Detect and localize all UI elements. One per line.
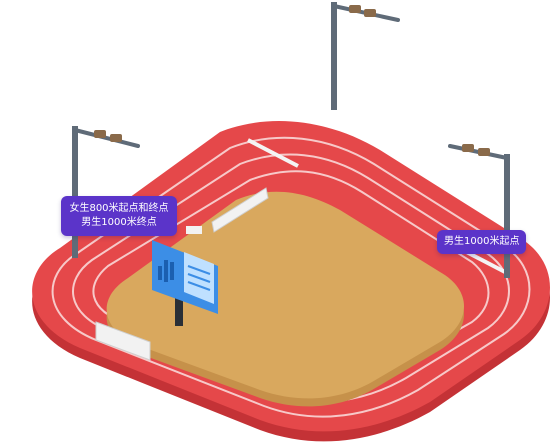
floodlight-pole-top <box>331 2 400 110</box>
label-line-men-1000-finish: 男生1000米终点 <box>81 217 157 228</box>
label-line-women-800: 女生800米起点和终点 <box>69 203 169 214</box>
scoreboard <box>152 240 218 326</box>
start-label-right: 男生1000米起点 <box>437 230 527 254</box>
barriers <box>95 187 269 361</box>
finish-label-left: 女生800米起点和终点 男生1000米终点 <box>61 196 177 236</box>
infield <box>106 191 465 407</box>
bar-chart-icon <box>158 260 174 282</box>
floodlight-pole-left <box>72 126 140 258</box>
label-line-men-1000-start: 男生1000米起点 <box>444 236 520 247</box>
floodlight-pole-right <box>448 144 510 278</box>
